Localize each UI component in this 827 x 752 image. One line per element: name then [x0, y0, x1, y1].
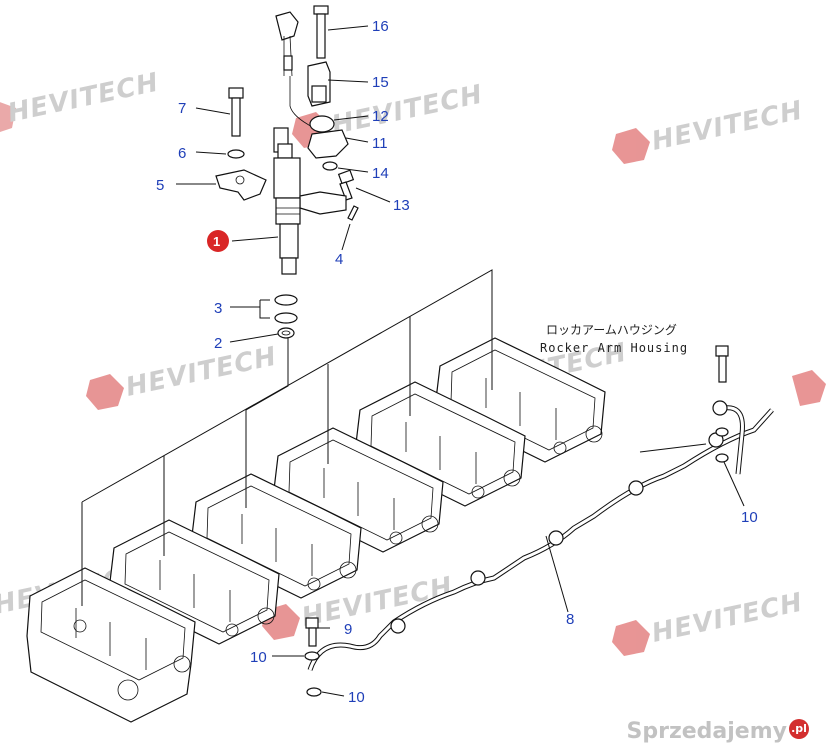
callout-16: 16 [372, 18, 389, 35]
rocker-arm-housing-en-label: Rocker Arm Housing [540, 341, 688, 355]
callout-2: 2 [214, 335, 222, 352]
site-badge: .pl [789, 719, 809, 739]
watermark-bottom-right: HEVITECH [612, 588, 806, 656]
part-3-o-rings [274, 294, 298, 324]
callout-8: 8 [566, 611, 574, 628]
callout-14: 14 [372, 165, 389, 182]
part-4-pin [347, 205, 359, 221]
part-13-bolt [337, 169, 355, 201]
part-1-injector [273, 127, 347, 275]
injector-assembly [215, 5, 359, 339]
watermark-top-left: HEVITECH [0, 68, 162, 132]
part-10-washer-b [306, 687, 322, 697]
housing-module-1 [26, 567, 196, 723]
cylinder-leader-bracket [81, 269, 493, 606]
callout-10-c: 10 [741, 509, 758, 526]
housing-module-2 [108, 519, 280, 645]
part-9-bolt-right [715, 345, 729, 383]
part-16-bolt [313, 5, 329, 59]
watermark-mid-right [792, 370, 826, 406]
callout-10-a: 10 [250, 649, 267, 666]
callouts: 16 15 12 11 14 13 4 7 6 5 1 3 2 8 9 10 1… [156, 18, 758, 706]
watermark-logo-icon [792, 370, 826, 406]
site-name: Sprzedajemy [626, 719, 788, 744]
part-15-connector [307, 61, 331, 107]
callout-4: 4 [335, 251, 343, 268]
part-2-gasket [277, 327, 295, 339]
part-10-washer-a [304, 651, 320, 661]
leader-lines [176, 25, 745, 697]
watermark-mid-left: HEVITECH [86, 342, 280, 410]
part-9-bolt [305, 617, 319, 647]
part-6-washer [227, 149, 245, 159]
rocker-arm-housings [26, 337, 606, 723]
watermark-text: HEVITECH [123, 342, 280, 403]
part-12-11-clamp [307, 115, 349, 159]
watermark-logo-icon [0, 102, 16, 132]
part-10-washer-c [715, 427, 729, 437]
part-14-washer [322, 161, 338, 171]
site-watermark: Sprzedajemy.pl [626, 719, 809, 744]
callout-3: 3 [214, 300, 222, 317]
part-5-clamp [215, 169, 267, 201]
callout-13: 13 [393, 197, 410, 214]
rocker-arm-housing-jp-label: ロッカアームハウジング [546, 323, 677, 337]
callout-6: 6 [178, 145, 186, 162]
callout-9: 9 [344, 621, 352, 638]
watermark-logo-icon [612, 128, 650, 164]
callout-1-marker [207, 230, 229, 252]
part-10-washer-d [715, 453, 729, 463]
watermark-text: HEVITECH [649, 96, 806, 157]
callout-12: 12 [372, 108, 389, 125]
part-7-bolt [228, 87, 244, 137]
callout-1: 1 [213, 234, 220, 249]
injector-harness [275, 11, 321, 133]
watermark-text: HEVITECH [329, 80, 486, 141]
watermark-logo-icon [86, 374, 124, 410]
watermark-text: HEVITECH [649, 588, 806, 649]
watermark-text: HEVITECH [5, 68, 162, 129]
watermark-top-right: HEVITECH [612, 96, 806, 164]
callout-5: 5 [156, 177, 164, 194]
callout-10-b: 10 [348, 689, 365, 706]
watermark-logo-icon [612, 620, 650, 656]
callout-7: 7 [178, 100, 186, 117]
part-8-fuel-tube [307, 400, 774, 671]
callout-15: 15 [372, 74, 389, 91]
callout-11: 11 [372, 135, 388, 152]
